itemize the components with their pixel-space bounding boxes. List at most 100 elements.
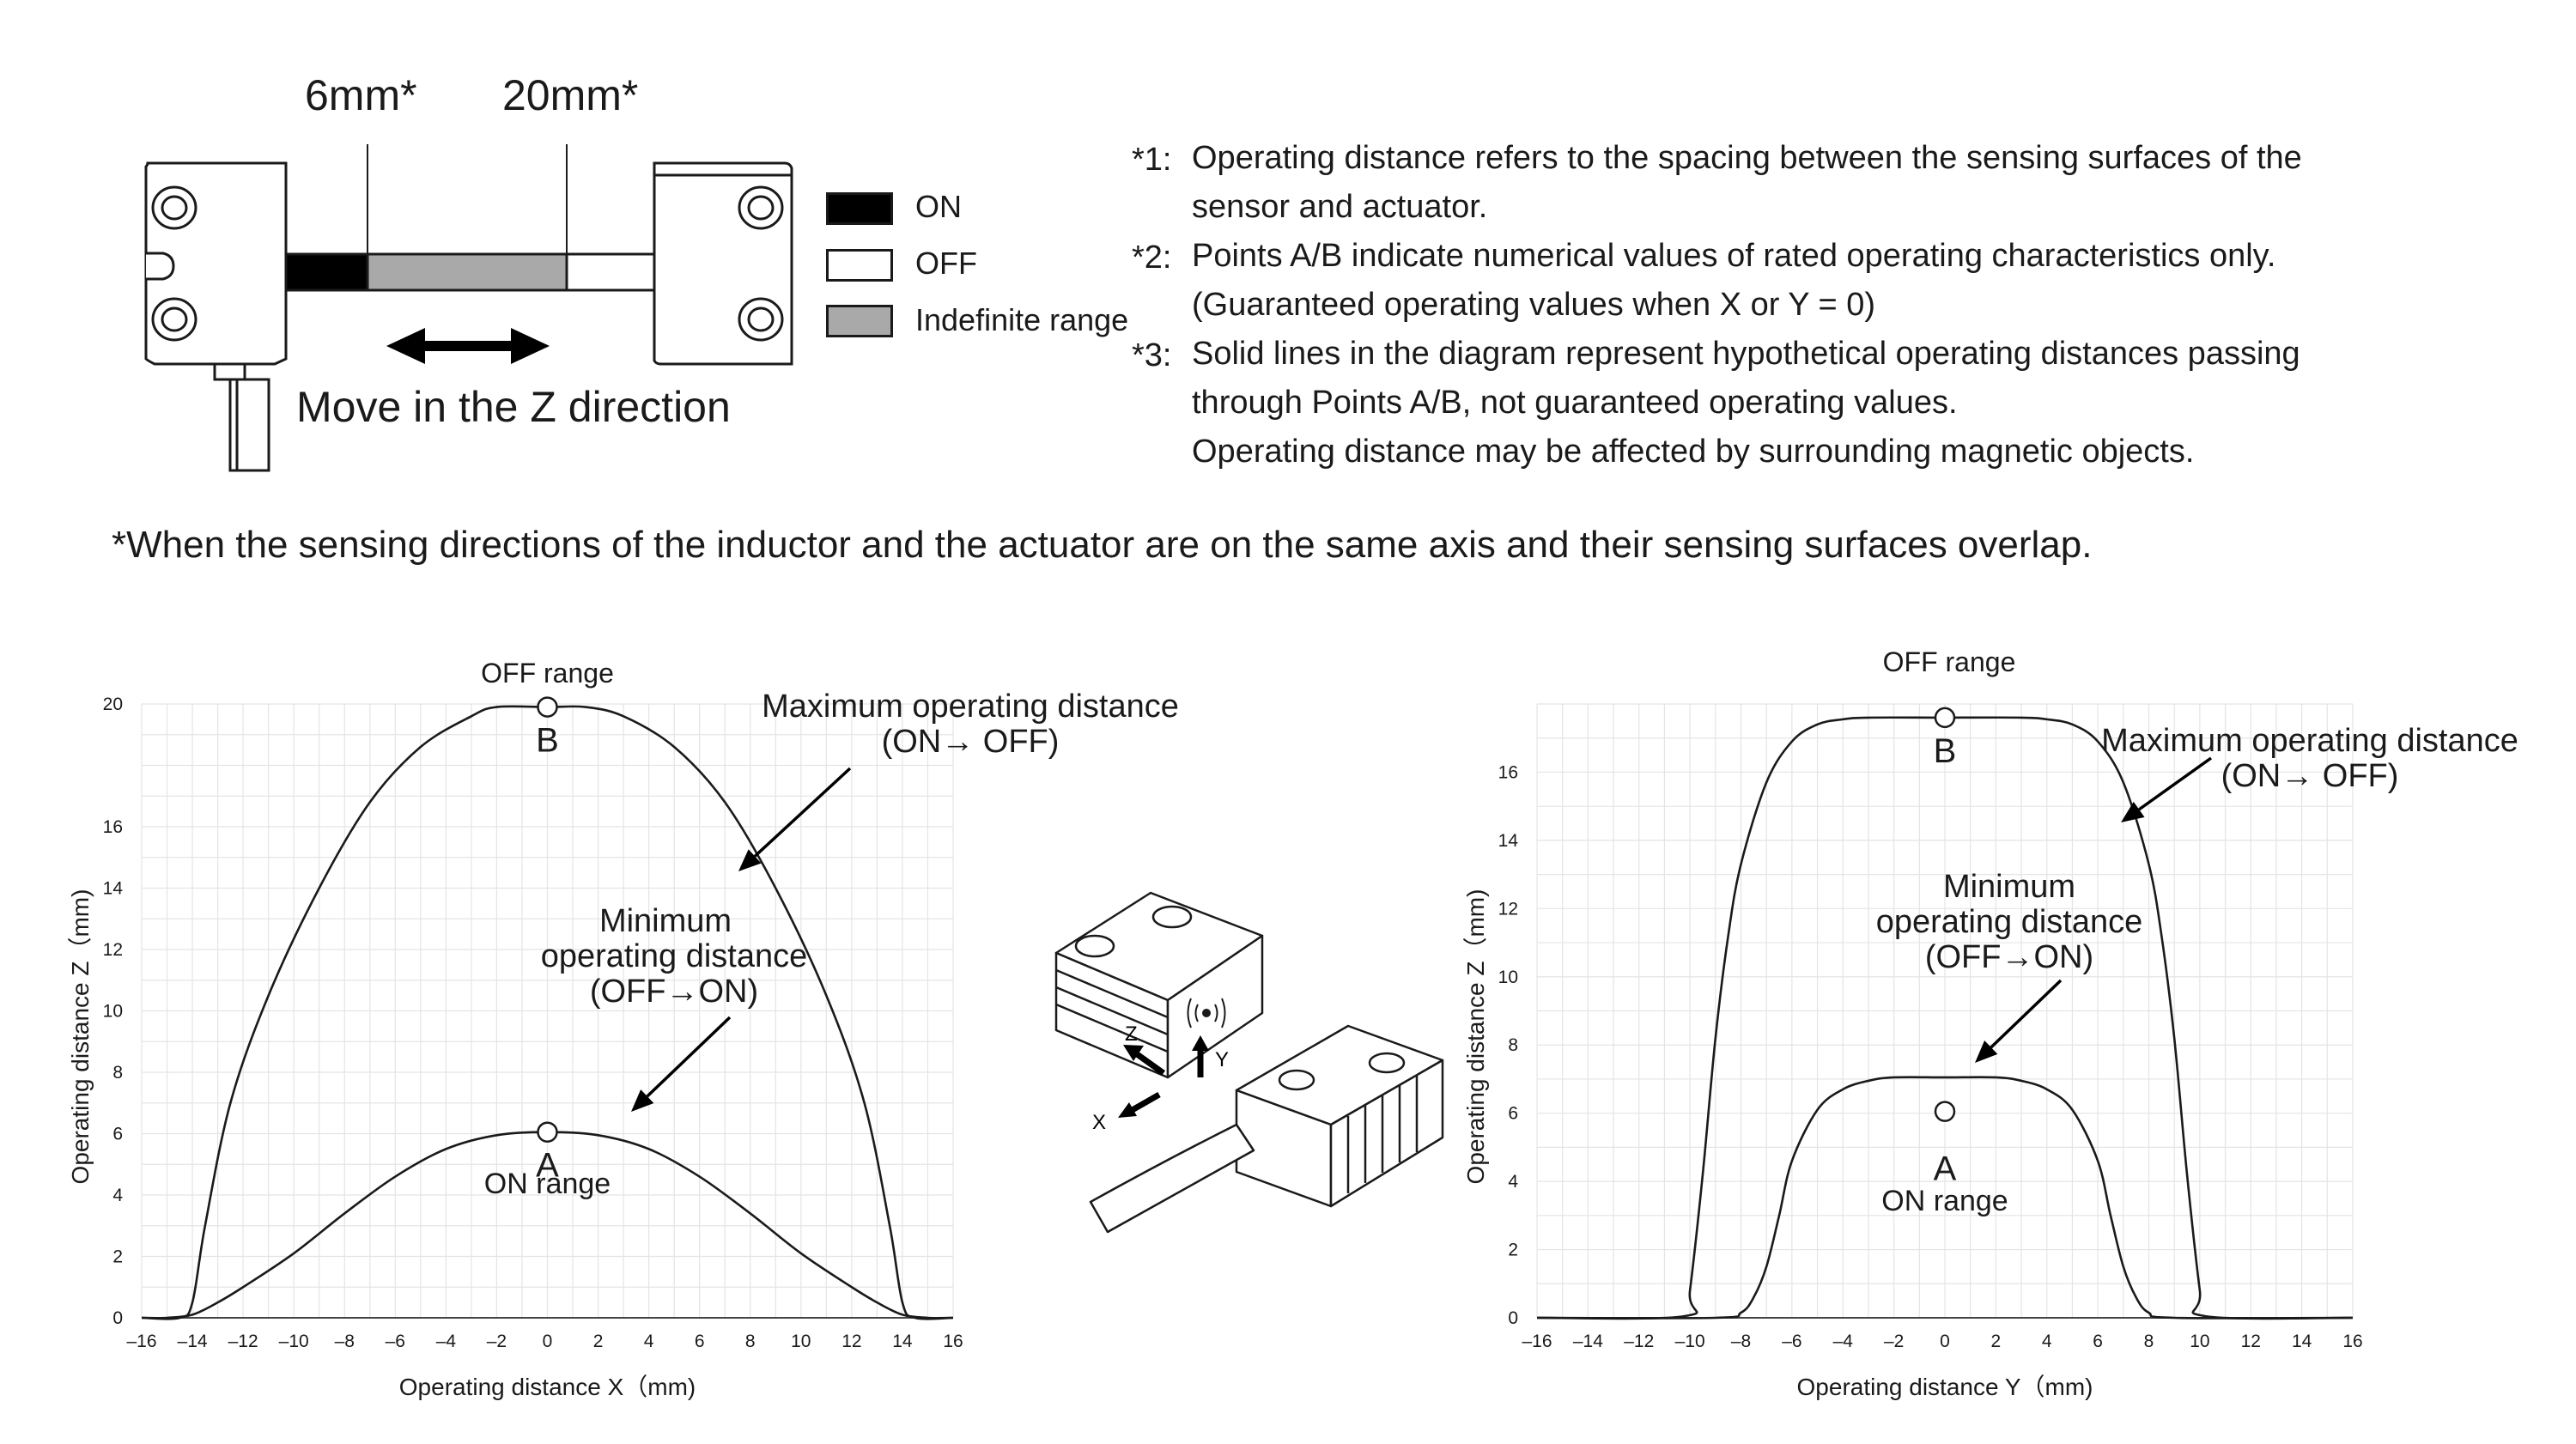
chart1-y-tick-label: 12 [1498,899,1518,919]
chart0-max-arrow-head [738,849,762,871]
double-arrow-icon [386,328,550,364]
chart0-y-tick-label: 6 [112,1125,123,1144]
legend-label-indefinite: Indefinite range [915,302,1129,337]
chart1-grid [1536,703,2354,1319]
chart1-min-arrow-shaft [1990,979,2063,1049]
axis-label-x: X [1092,1111,1106,1134]
chart1-y-tick-label: 8 [1508,1035,1518,1055]
actuator-side-face [1329,1059,1444,1208]
chart0-y-tick-label: 2 [112,1247,123,1267]
chart1-point-a [1934,1101,1956,1122]
legend-label-on: ON [915,189,962,224]
note-2-line-2: (Guaranteed operating values when X or Y… [1192,287,1876,323]
chart1-max-label-line1: Maximum operating distance [2101,723,2518,759]
chart1-x-tick-label: –4 [1833,1332,1854,1351]
chart1-x-tick-label: 14 [2292,1332,2312,1351]
chart0-x-axis-label: Operating distance X（mm) [399,1374,696,1400]
chart1-x-tick-label: 8 [2144,1332,2154,1351]
chart1-on-range-label: ON range [1881,1185,2008,1217]
chart1-x-tick-label: 12 [2241,1332,2261,1351]
chart1-y-tick-label: 4 [1508,1172,1518,1192]
chart1-point-b [1934,707,1956,729]
chart1-y-tick-label: 6 [1508,1104,1518,1124]
chart0-min-arrow [631,1016,732,1112]
chart0-max-label-line1: Maximum operating distance [762,689,1179,725]
chart0-x-tick-label: 12 [841,1332,861,1351]
note-3-mark: *3: [1132,337,1172,373]
chart0-on-range-label: ON range [484,1168,611,1200]
chart0-x-tick-label: –12 [228,1332,258,1351]
chart1-x-tick-label: 10 [2190,1332,2209,1351]
off-segment [565,252,656,292]
chart0-point-a [537,1121,558,1143]
chart1-max-label-line2: (ON→ OFF) [2221,758,2399,794]
chart1-x-tick-label: –8 [1731,1332,1751,1351]
sensor-body [144,161,288,472]
chart1-x-tick-label: –2 [1884,1332,1904,1351]
chart1-max-arrow-shaft [2138,756,2213,811]
dimension-20mm: 20mm* [502,71,639,119]
actuator-body [653,161,793,366]
chart0-y-tick-label: 14 [103,879,124,899]
indefinite-segment [366,252,568,292]
dimension-6mm: 6mm* [305,71,417,119]
note-3-text: Solid lines in the diagram represent hyp… [1192,330,2377,476]
chart0-x-tick-label: 8 [745,1332,756,1351]
chart1-min-distance-curve [1536,1076,2354,1320]
on-segment [284,252,369,292]
note-2-mark: *2: [1132,240,1172,276]
chart0-point-label-a: A [536,1147,559,1185]
chart0-min-arrow-shaft [646,1016,732,1098]
chart0-max-label-line2: (ON→ OFF) [882,724,1060,760]
note-2-text: Points A/B indicate numerical values of … [1192,232,2377,330]
cable [1089,1123,1255,1234]
chart1-min-arrow-head [1975,1041,1998,1063]
chart1-y-tick-label: 0 [1508,1308,1518,1328]
chart0-y-tick-label: 20 [103,695,123,714]
chart0-x-tick-label: 0 [543,1332,553,1351]
chart1-min-arrow [1975,979,2063,1063]
chart1-x-tick-label: –16 [1522,1332,1552,1351]
chart0-y-axis-label: Operating distance Z（mm) [67,889,94,1185]
chart0-x-tick-label: 10 [791,1332,811,1351]
axis-label-y: Y [1215,1048,1229,1071]
chart0-y-tick-label: 12 [103,940,123,960]
chart1-point-label-a: A [1934,1150,1957,1188]
chart1-x-tick-label: 2 [1991,1332,2002,1351]
chart0-x-tick-label: 4 [644,1332,654,1351]
chart1-x-tick-label: –12 [1624,1332,1654,1351]
note-3-line-1: Solid lines in the diagram represent hyp… [1192,336,2300,372]
legend-swatch-indefinite [826,305,893,337]
chart0-x-tick-label: –14 [178,1332,208,1351]
note-1-text: Operating distance refers to the spacing… [1192,134,2377,232]
move-direction-label: Move in the Z direction [296,383,731,431]
chart1-x-axis-label: Operating distance Y（mm) [1797,1374,2093,1400]
chart1-max-arrow [2121,756,2213,822]
chart1-min-label-line1: Minimum [1943,869,2075,905]
chart1-point-label-b: B [1934,732,1957,770]
note-1-line-1: Operating distance refers to the spacing… [1192,140,2302,176]
chart1-y-axis-label: Operating distance Z（mm) [1462,889,1489,1185]
chart0-x-tick-label: –6 [386,1332,405,1351]
note-3-line-2: through Points A/B, not guaranteed opera… [1192,385,1958,421]
chart1-min-label-line2: operating distance [1876,904,2143,940]
chart0-y-tick-label: 8 [112,1063,123,1083]
chart1-x-tick-label: –14 [1573,1332,1603,1351]
chart1-x-tick-label: 4 [2042,1332,2052,1351]
chart1-x-tick-label: –10 [1675,1332,1705,1351]
chart0-max-arrow [738,767,852,871]
chart0-x-tick-label: –4 [436,1332,457,1351]
note-1-mark: *1: [1132,142,1172,178]
legend-swatch-off [826,249,893,282]
chart0-min-label-line1: Minimum [599,903,732,939]
chart0-x-tick-label: –2 [487,1332,507,1351]
chart0-min-arrow-head [631,1089,654,1112]
chart1-x-tick-label: –6 [1782,1332,1801,1351]
chart0-grid [141,703,954,1319]
chart0-min-label-line3: (OFF→ON) [590,974,758,1010]
chart0-point-label-b: B [536,722,559,760]
chart0-x-tick-label: –16 [126,1332,156,1351]
sensor-actuator-illustration [144,144,793,472]
